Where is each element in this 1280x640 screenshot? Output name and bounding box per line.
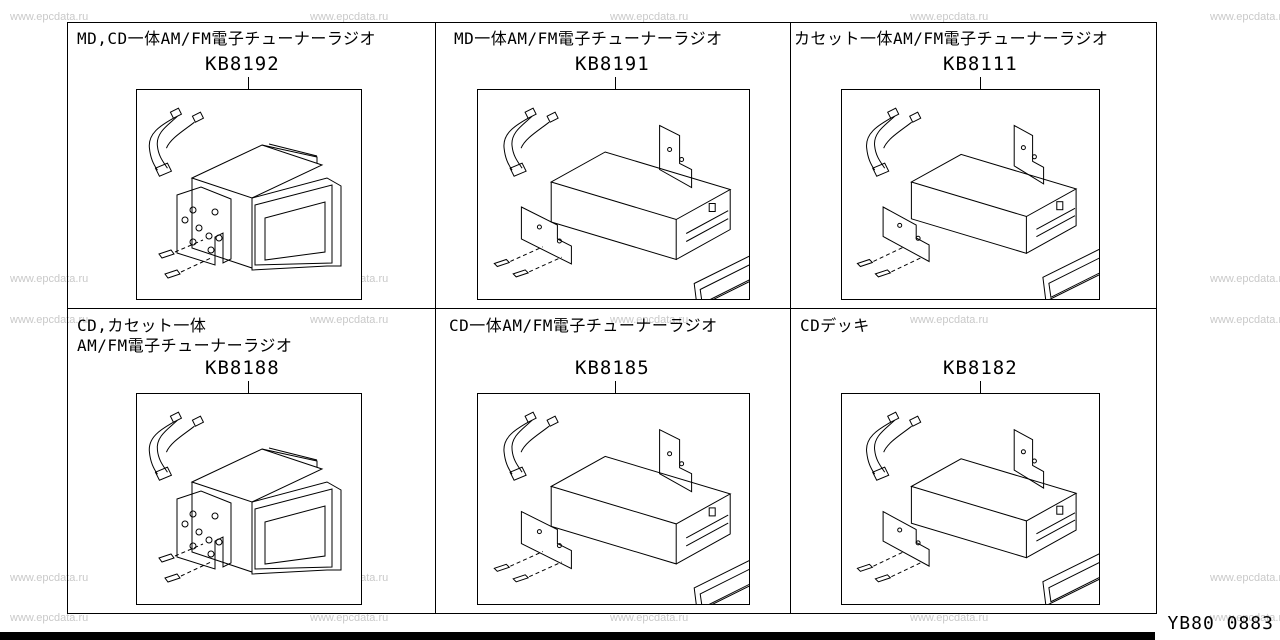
column-divider-2: [790, 22, 791, 613]
watermark-text: www.epcdata.ru: [910, 612, 989, 624]
watermark-text: www.epcdata.ru: [310, 11, 389, 23]
radio-unit-drawing: [493, 107, 749, 299]
watermark-text: www.epcdata.ru: [1210, 11, 1280, 23]
part-illustration: [477, 89, 750, 300]
watermark-text: www.epcdata.ru: [10, 572, 89, 584]
part-illustration: [841, 393, 1100, 605]
watermark-text: www.epcdata.ru: [1210, 572, 1280, 584]
part-number: KB8111: [943, 53, 1018, 75]
part-number: KB8192: [205, 53, 280, 75]
radio-unit-drawing: [856, 107, 1099, 299]
cell-title: CD,カセット一体: [77, 316, 207, 335]
part-number: KB8182: [943, 357, 1018, 379]
cell-title: CDデッキ: [800, 316, 870, 335]
part-illustration: [477, 393, 750, 605]
watermark-text: www.epcdata.ru: [1210, 314, 1280, 326]
radio-unit-drawing: [148, 107, 342, 279]
diagram-frame: [67, 22, 1157, 614]
column-divider-1: [435, 22, 436, 613]
watermark-text: www.epcdata.ru: [610, 314, 689, 326]
cell-title: MD一体AM/FM電子チューナーラジオ: [454, 29, 723, 48]
cell-title: CD一体AM/FM電子チューナーラジオ: [449, 316, 718, 335]
watermark-text: www.epcdata.ru: [610, 11, 689, 23]
cell-title: MD,CD一体AM/FM電子チューナーラジオ: [77, 29, 377, 48]
row-divider: [67, 308, 1156, 309]
part-illustration: [841, 89, 1100, 300]
watermark-text: www.epcdata.ru: [1210, 612, 1280, 624]
part-illustration: [136, 393, 362, 605]
drawing-code: YB80 0883: [1167, 613, 1274, 634]
radio-unit-drawing: [856, 411, 1099, 604]
part-number: KB8188: [205, 357, 280, 379]
leader-line: [248, 381, 249, 394]
part-illustration: [136, 89, 362, 300]
part-number: KB8185: [575, 357, 650, 379]
radio-unit-drawing: [493, 411, 749, 604]
leader-line: [248, 77, 249, 90]
leader-line: [615, 77, 616, 90]
watermark-text: www.epcdata.ru: [610, 612, 689, 624]
watermark-text: www.epcdata.ru: [1210, 273, 1280, 285]
cell-title: カセット一体AM/FM電子チューナーラジオ: [794, 29, 1109, 48]
leader-line: [615, 381, 616, 394]
watermark-text: www.epcdata.ru: [910, 11, 989, 23]
watermark-text: www.epcdata.ru: [10, 314, 89, 326]
bottom-border: [0, 632, 1155, 640]
watermark-text: www.epcdata.ru: [10, 612, 89, 624]
radio-unit-drawing: [148, 411, 342, 583]
cell-title-line-2: AM/FM電子チューナーラジオ: [77, 336, 293, 355]
watermark-text: www.epcdata.ru: [310, 314, 389, 326]
leader-line: [980, 381, 981, 394]
part-number: KB8191: [575, 53, 650, 75]
watermark-text: www.epcdata.ru: [310, 612, 389, 624]
watermark-text: www.epcdata.ru: [10, 11, 89, 23]
leader-line: [980, 77, 981, 90]
watermark-text: www.epcdata.ru: [10, 273, 89, 285]
watermark-text: www.epcdata.ru: [910, 314, 989, 326]
